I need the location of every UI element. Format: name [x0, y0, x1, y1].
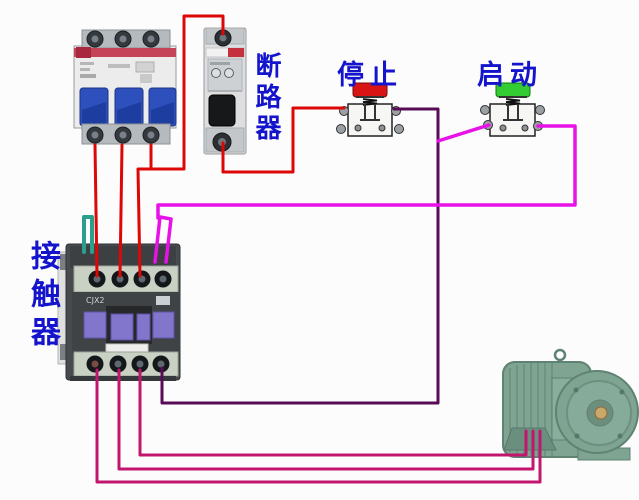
three-pole-breaker	[73, 29, 177, 145]
contactor-bottom-terminals	[86, 355, 170, 373]
motor	[502, 348, 639, 461]
wire-control-feed-red	[221, 106, 346, 174]
stop-button-spring	[362, 98, 378, 106]
wire-start-to-contactor-magenta	[156, 124, 577, 220]
contactor-model-text: CJX2	[86, 296, 105, 305]
single-pole-breaker	[203, 27, 247, 155]
breaker-bottom-terminals	[86, 126, 160, 144]
contactor-contact-pads	[83, 311, 175, 341]
motor-eyebolt	[553, 348, 567, 362]
label-circuit-breaker: 断路器	[251, 52, 281, 145]
wire-motor3-crimson	[138, 368, 528, 457]
breaker-toggle-lever	[208, 94, 236, 127]
contactor: CJX2	[57, 243, 181, 381]
start-button-spring	[505, 98, 521, 106]
breaker-brand-mark	[228, 48, 244, 57]
wire-start-branch-magenta	[436, 123, 491, 143]
wire-jumper-teal	[82, 215, 94, 254]
breaker-toggles	[79, 87, 177, 127]
wire-stop-to-coil-purple	[160, 107, 440, 405]
contactor-top-terminals	[88, 270, 172, 288]
motor-foot	[503, 427, 557, 451]
wire-phase2-red	[118, 143, 124, 278]
wire-motor2-crimson	[117, 368, 535, 471]
wire-phase3-tap-red	[136, 14, 225, 278]
wire-contactor-loop-magenta	[153, 215, 173, 264]
label-start: 启动	[477, 60, 543, 91]
label-contactor: 接触器	[25, 240, 60, 354]
wire-phase1-red	[93, 143, 99, 278]
breaker-brand-band	[74, 48, 176, 57]
stop-button	[336, 82, 404, 137]
breaker-top-terminals	[86, 30, 160, 48]
wires	[82, 14, 577, 484]
start-button	[480, 82, 545, 137]
wire-motor1-crimson	[95, 368, 542, 484]
label-stop: 停止	[337, 60, 403, 91]
